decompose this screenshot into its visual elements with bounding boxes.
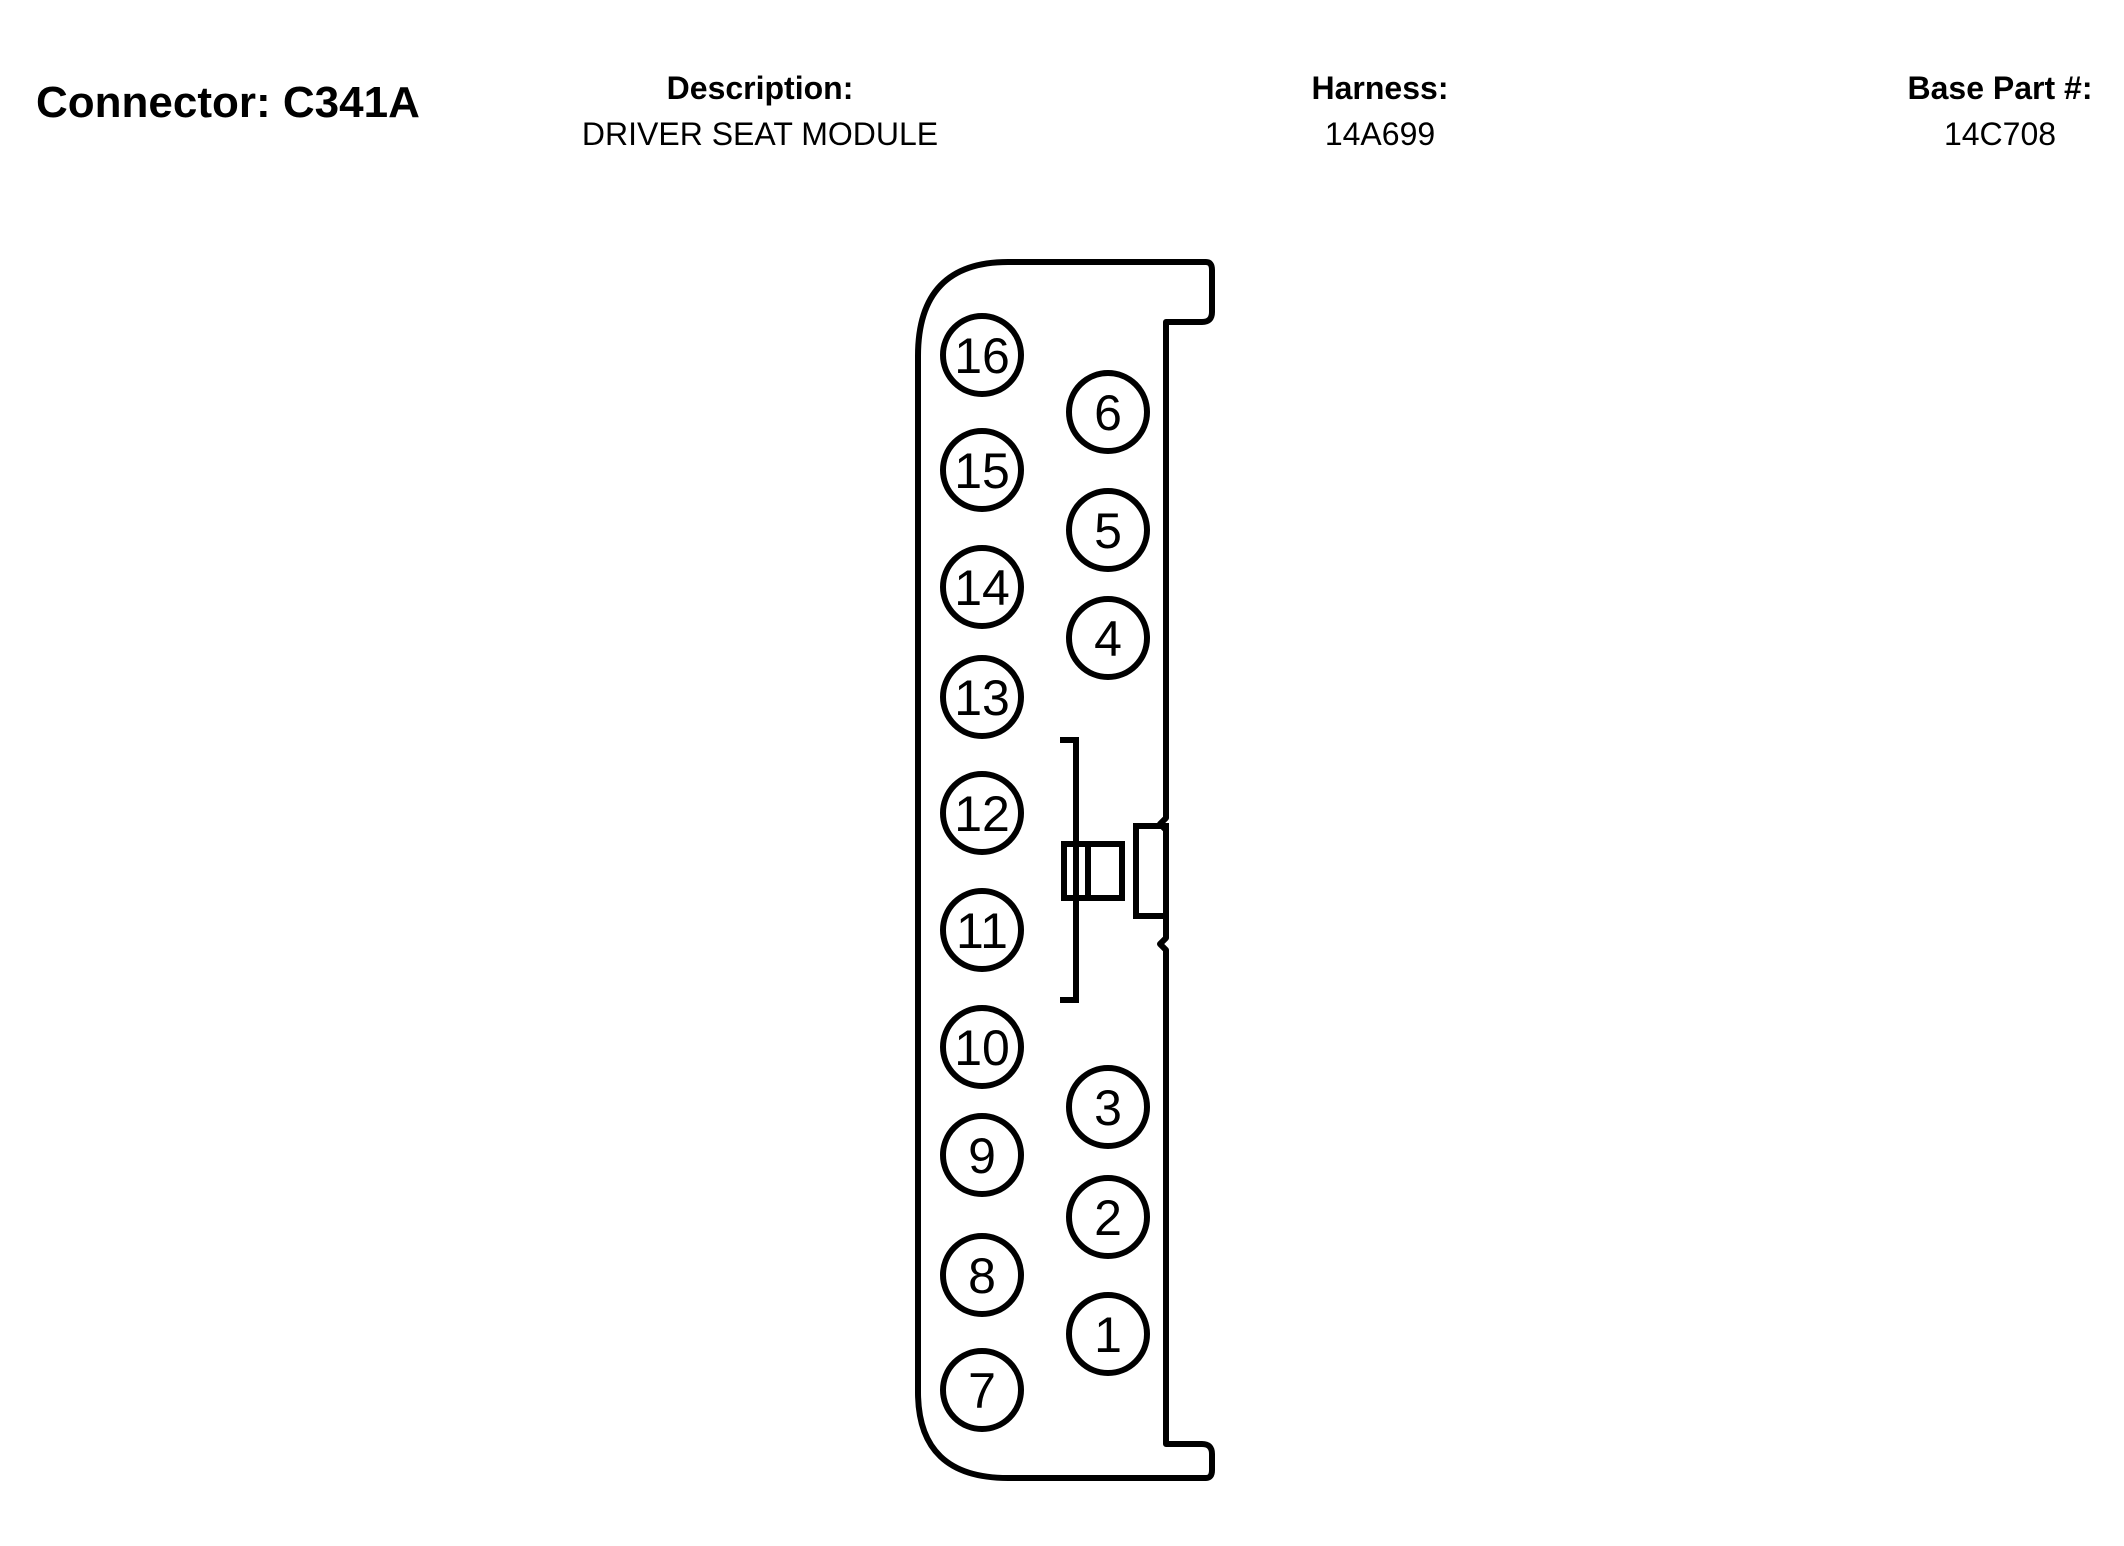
pin-circle	[940, 1005, 1024, 1089]
pin-number: 15	[954, 443, 1010, 499]
pin-6: 6	[1066, 370, 1150, 454]
pin-circle	[1066, 1065, 1150, 1149]
pin-number: 16	[954, 328, 1010, 384]
pin-number: 7	[968, 1363, 996, 1419]
pin-5: 5	[1066, 488, 1150, 572]
pin-circle	[1066, 488, 1150, 572]
connector-id: C341A	[282, 78, 420, 127]
pin-circle	[1066, 370, 1150, 454]
harness-value: 14A699	[1324, 116, 1436, 152]
pin-11: 11	[940, 888, 1024, 972]
pin-circle	[940, 428, 1024, 512]
pin-9: 9	[940, 1113, 1024, 1197]
pin-4: 4	[1066, 596, 1150, 680]
pin-number: 11	[956, 903, 1008, 959]
pin-circle	[1066, 1292, 1150, 1376]
connector-title: Connector: C341A	[36, 78, 420, 128]
pin-number: 1	[1094, 1307, 1122, 1363]
pin-number: 10	[954, 1020, 1010, 1076]
pin-16: 16	[940, 313, 1024, 397]
pin-number: 8	[968, 1248, 996, 1304]
harness-block: Harness: 14A699	[1250, 68, 1510, 154]
pin-3: 3	[1066, 1065, 1150, 1149]
latch-bracket	[1060, 737, 1079, 1003]
description-label: Description:	[666, 70, 854, 106]
description-block: Description: DRIVER SEAT MODULE	[540, 68, 980, 154]
pin-14: 14	[940, 545, 1024, 629]
latch-box-inner	[1061, 841, 1125, 901]
pin-circle	[940, 888, 1024, 972]
latch-box-outer	[1133, 823, 1169, 919]
pin-number: 5	[1094, 503, 1122, 559]
description-value: DRIVER SEAT MODULE	[581, 116, 939, 152]
connector-label: Connector:	[36, 78, 271, 127]
pin-circle	[940, 1348, 1024, 1432]
pin-circle	[1066, 596, 1150, 680]
pin-1: 1	[1066, 1292, 1150, 1376]
pin-7: 7	[940, 1348, 1024, 1432]
pin-circle	[940, 771, 1024, 855]
pin-circle	[940, 1233, 1024, 1317]
pin-number: 14	[954, 560, 1010, 616]
pin-number: 3	[1094, 1080, 1122, 1136]
base-part-value: 14C708	[1943, 116, 2057, 152]
pin-8: 8	[940, 1233, 1024, 1317]
pin-13: 13	[940, 655, 1024, 739]
pin-number: 2	[1094, 1190, 1122, 1246]
pins-right-column: 6 5 4 3 2 1	[1066, 370, 1150, 1376]
pin-circle	[1066, 1175, 1150, 1259]
pin-number: 4	[1094, 611, 1122, 667]
harness-label: Harness:	[1311, 70, 1449, 106]
pin-circle	[940, 545, 1024, 629]
pin-number: 9	[968, 1128, 996, 1184]
pins-left-column: 16 15 14 13 12 11 10 9 8 7	[940, 313, 1024, 1432]
base-part-label: Base Part #:	[1907, 70, 2093, 106]
pin-number: 13	[954, 670, 1010, 726]
pin-circle	[940, 655, 1024, 739]
pin-circle	[940, 313, 1024, 397]
pin-10: 10	[940, 1005, 1024, 1089]
pin-15: 15	[940, 428, 1024, 512]
connector-housing-outline	[915, 259, 1215, 1481]
pin-number: 12	[954, 786, 1010, 842]
pin-number: 6	[1094, 385, 1122, 441]
pin-2: 2	[1066, 1175, 1150, 1259]
pin-12: 12	[940, 771, 1024, 855]
pin-circle	[940, 1113, 1024, 1197]
base-part-block: Base Part #: 14C708	[1880, 68, 2120, 154]
